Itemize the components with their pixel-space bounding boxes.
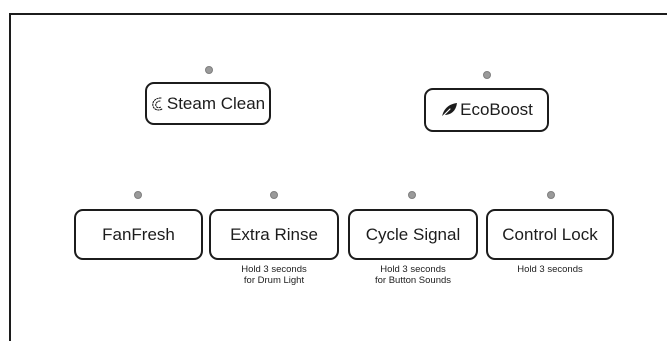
panel-top-border <box>9 13 667 15</box>
steam-icon <box>151 95 165 113</box>
cycle-signal-hint-line: for Button Sounds <box>374 275 452 286</box>
cycle-signal-button[interactable]: Cycle Signal <box>348 209 478 260</box>
control-lock-indicator-light <box>547 191 555 199</box>
cycle-signal-hint-line: Hold 3 seconds <box>380 264 446 275</box>
steam-clean-indicator-light <box>205 66 213 74</box>
extra-rinse-button[interactable]: Extra Rinse <box>209 209 339 260</box>
leaf-icon <box>440 102 458 118</box>
fanfresh-label: FanFresh <box>102 224 175 244</box>
extra-rinse-indicator-light <box>270 191 278 199</box>
panel-left-border <box>9 13 11 341</box>
ecoboost-indicator-light <box>483 71 491 79</box>
steam-clean-button[interactable]: Steam Clean <box>145 82 271 125</box>
extra-rinse-hint-line: for Drum Light <box>243 275 305 286</box>
steam-clean-label: Steam Clean <box>166 93 266 113</box>
control-lock-label: Control Lock <box>502 224 598 244</box>
control-lock-hint-line: Hold 3 seconds <box>517 264 583 275</box>
cycle-signal-indicator-light <box>408 191 416 199</box>
fanfresh-indicator-light <box>134 191 142 199</box>
extra-rinse-hint: Hold 3 seconds for Drum Light <box>209 264 339 286</box>
cycle-signal-label: Cycle Signal <box>365 224 461 244</box>
fanfresh-button[interactable]: FanFresh <box>74 209 203 260</box>
cycle-signal-hint: Hold 3 seconds for Button Sounds <box>343 264 483 286</box>
control-lock-hint: Hold 3 seconds <box>486 264 614 275</box>
extra-rinse-label: Extra Rinse <box>230 224 318 244</box>
ecoboost-button[interactable]: EcoBoost <box>424 88 549 132</box>
ecoboost-label: EcoBoost <box>460 100 533 119</box>
control-lock-button[interactable]: Control Lock <box>486 209 614 260</box>
extra-rinse-hint-line: Hold 3 seconds <box>241 264 307 275</box>
